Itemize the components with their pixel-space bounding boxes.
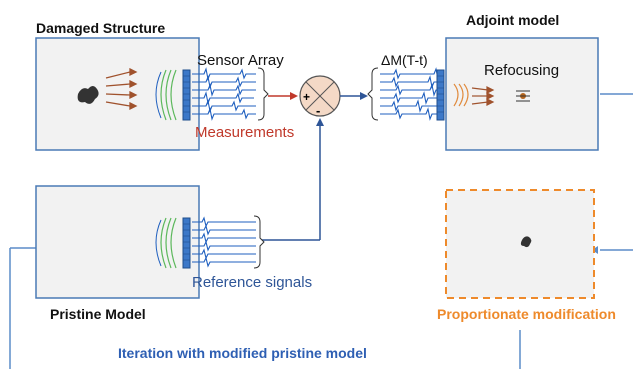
wavefronts-pristine (160, 217, 177, 269)
delta-bracket (367, 67, 379, 121)
damage-icon (77, 86, 99, 104)
measurement-arrow-head (290, 92, 298, 100)
delta-signals (380, 67, 444, 121)
subtractor-plus: + (303, 90, 310, 104)
modified-damage-icon (520, 236, 532, 248)
adjoint-wavefronts (453, 83, 469, 107)
scatter-arrows (105, 67, 138, 111)
sensor-dividers-adjoint (437, 75, 444, 113)
measurements-label: Measurements (195, 124, 295, 141)
iteration-caption: Iteration with modified pristine model (118, 345, 367, 361)
delta-arrow-head (360, 92, 368, 100)
reference-arrow-head (316, 118, 324, 126)
reference-bracket (253, 215, 265, 269)
subtractor-diag2 (305, 81, 335, 111)
pristine-model-box (35, 185, 200, 299)
reference-signals (192, 216, 256, 268)
refocus-arrows (471, 86, 495, 106)
delta-m-label: ΔM(T-t) (381, 52, 428, 68)
damaged-structure-title: Damaged Structure (36, 20, 166, 36)
wavefronts-pristine-blue (155, 219, 162, 267)
sensor-array-adjoint (436, 69, 445, 121)
sensor-array-label: Sensor Array (197, 52, 284, 69)
adjoint-model-title: Adjoint model (466, 12, 560, 28)
proportionate-modification-title: Proportionate modification (437, 306, 616, 322)
sensor-dividers-damaged (183, 75, 190, 113)
sensor-dividers-pristine (183, 223, 190, 261)
reference-signals-label: Reference signals (192, 274, 313, 291)
proportionate-modification-box (445, 189, 595, 299)
wavefronts-damaged-blue (155, 71, 162, 119)
refocusing-label: Refocusing (484, 62, 560, 79)
wavefronts-damaged (160, 69, 177, 121)
subtractor-minus: - (316, 103, 320, 118)
measurement-signals (192, 67, 256, 121)
sensor-array-damaged (182, 69, 191, 121)
pristine-model-title: Pristine Model (50, 306, 146, 322)
measurement-bracket (257, 67, 269, 121)
sensor-array-pristine (182, 217, 191, 269)
refocus-point (516, 90, 530, 102)
